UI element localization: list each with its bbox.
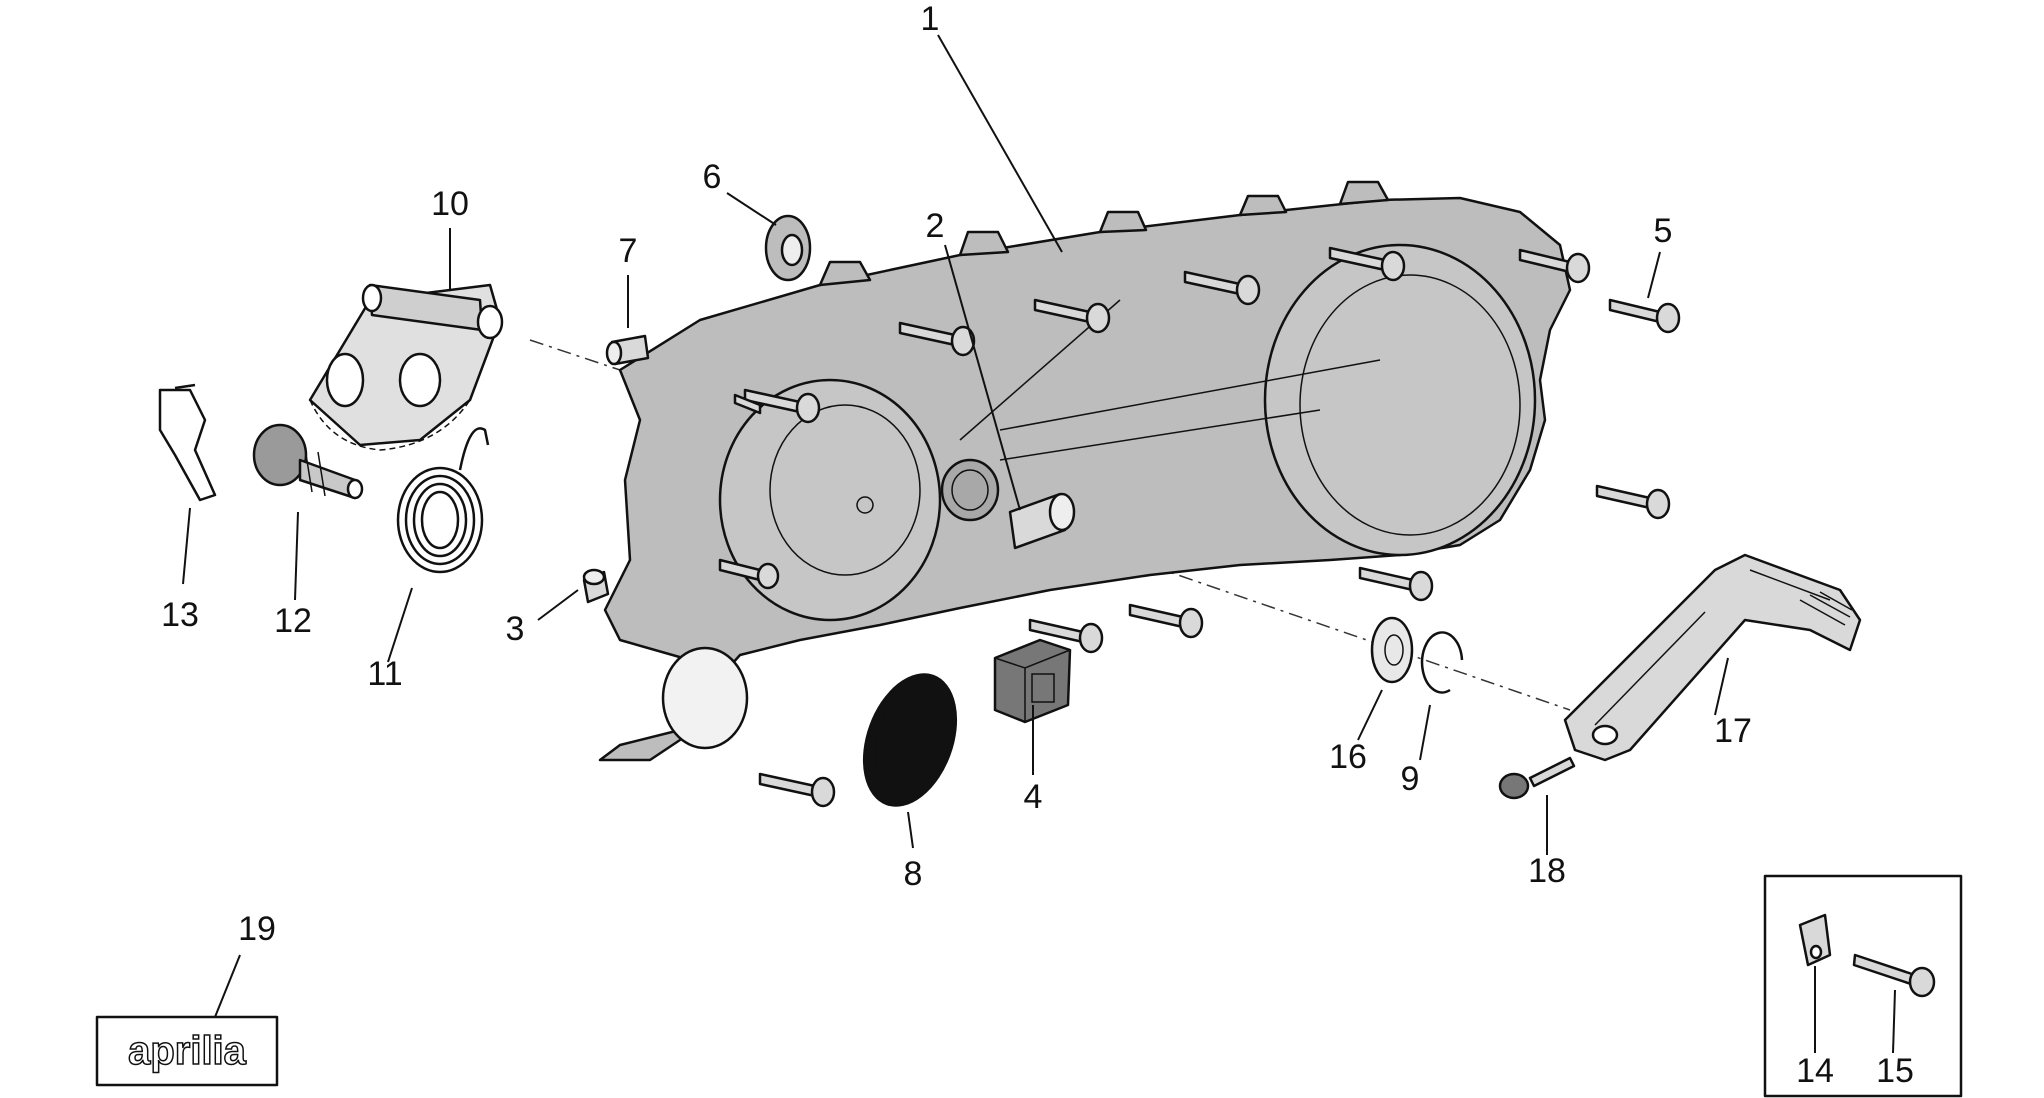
bolt — [1328, 246, 1406, 282]
callout-13: 13 — [161, 596, 199, 634]
bolt — [1128, 603, 1204, 639]
screw-part-18 — [1498, 756, 1576, 800]
callout-5: 5 — [1654, 212, 1673, 250]
callout-11: 11 — [367, 655, 402, 693]
kick-start-gear-sector-part-10 — [308, 283, 504, 451]
callout-6: 6 — [703, 158, 722, 196]
leader-lines — [182, 34, 1896, 1054]
callout-10: 10 — [431, 185, 469, 223]
bolt — [718, 558, 780, 590]
bushing-part-2 — [1008, 492, 1076, 550]
spring-clip-part-13 — [158, 383, 217, 502]
bolt — [1033, 298, 1111, 334]
callout-9: 9 — [1401, 760, 1420, 798]
pinion-part-12 — [252, 423, 364, 500]
bolts — [718, 246, 1681, 808]
dowel-part-7 — [605, 334, 650, 366]
dowel-part-3 — [582, 568, 610, 604]
callout-19: 19 — [238, 910, 276, 948]
aprilia-logo-text: aprilia — [128, 1029, 247, 1073]
clip-part-14 — [1798, 913, 1832, 967]
circlip-part-9 — [1420, 631, 1464, 694]
transmission-cover — [598, 180, 1572, 762]
bolt — [1358, 566, 1434, 602]
callout-4: 4 — [1024, 778, 1043, 816]
callout-8: 8 — [904, 855, 923, 893]
aprilia-badge-part-19: aprilia — [95, 1015, 279, 1087]
bolt — [733, 393, 762, 415]
callout-17: 17 — [1714, 712, 1752, 750]
bolt — [898, 321, 976, 357]
round-pad-part-8 — [862, 673, 958, 807]
callout-2: 2 — [926, 207, 945, 245]
washer-part-16 — [1370, 616, 1414, 684]
callout-7: 7 — [619, 232, 638, 270]
bolt-part-15 — [1852, 953, 1936, 998]
callout-3: 3 — [506, 610, 525, 648]
bolt — [1518, 248, 1591, 284]
bolt — [1595, 484, 1671, 520]
callout-14: 14 — [1796, 1052, 1834, 1090]
bolt — [1608, 298, 1681, 334]
bolt — [1028, 618, 1104, 654]
return-spring-part-11 — [396, 427, 490, 574]
bolt — [758, 772, 836, 808]
bolt — [1183, 270, 1261, 306]
callout-1: 1 — [921, 0, 940, 38]
kick-lever-part-17 — [1563, 553, 1862, 762]
rubber-block-part-4 — [993, 638, 1072, 724]
bolt — [743, 388, 821, 424]
callout-16: 16 — [1329, 738, 1367, 776]
inset-box — [1763, 874, 1963, 1098]
callout-labels: 1 2 3 4 5 6 7 8 9 10 11 12 13 14 15 16 1… — [161, 0, 1914, 1090]
callout-18: 18 — [1528, 852, 1566, 890]
callout-15: 15 — [1876, 1052, 1914, 1090]
callout-12: 12 — [274, 602, 312, 640]
oil-seal-part-6 — [764, 214, 812, 282]
